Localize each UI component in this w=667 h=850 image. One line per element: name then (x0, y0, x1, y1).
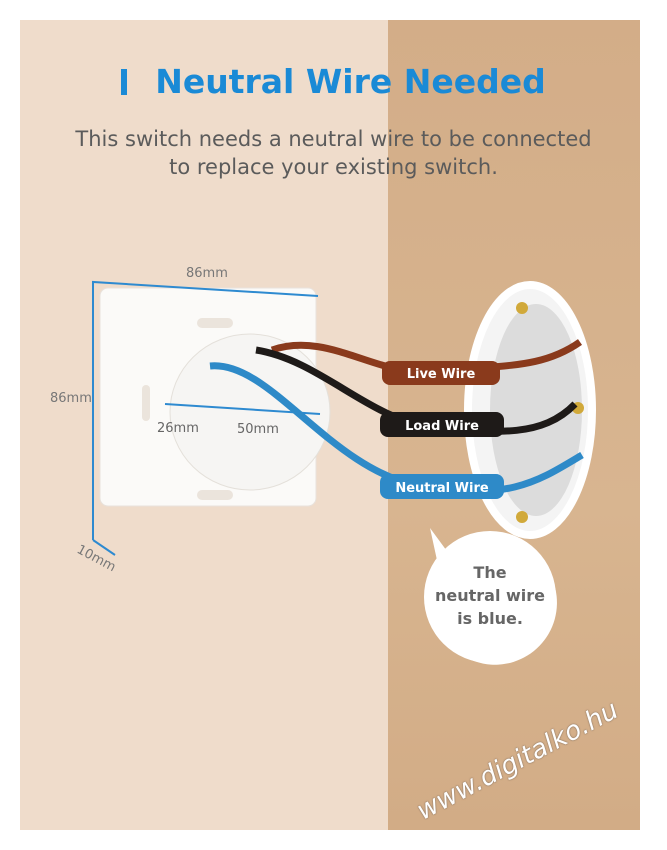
neutral-wire-label-bg (380, 474, 504, 499)
subtitle-line-2: to replace your existing switch. (169, 155, 498, 179)
plate-notch (142, 385, 150, 421)
screw-icon (516, 302, 528, 314)
plate-notch (197, 490, 233, 500)
dim-width: 86mm (186, 266, 228, 281)
title-bar-icon (121, 69, 128, 95)
screw-icon (516, 511, 528, 523)
plate-notch (197, 318, 233, 328)
live-wire-label: Live Wire (407, 367, 476, 382)
dim-height: 86mm (50, 391, 92, 406)
load-wire-label-bg (380, 412, 504, 437)
neutral-wire-label: Neutral Wire (395, 481, 489, 496)
page-title: Neutral Wire Needed (0, 62, 667, 101)
callout-line-1: The (473, 563, 506, 582)
live-wire-label-bg (382, 361, 500, 385)
callout-circle (424, 531, 556, 663)
callout-line-2: neutral wire (435, 586, 545, 605)
dim-body-diameter: 50mm (237, 422, 279, 437)
switch-body (169, 333, 331, 491)
dim-depth-body: 26mm (157, 421, 199, 436)
title-text: Neutral Wire Needed (155, 62, 546, 101)
callout-line-3: is blue. (457, 609, 523, 628)
subtitle-line-1: This switch needs a neutral wire to be c… (75, 127, 592, 151)
subtitle: This switch needs a neutral wire to be c… (0, 125, 667, 181)
load-wire-label: Load Wire (405, 419, 479, 434)
dim-depth-plate: 10mm (74, 542, 118, 575)
